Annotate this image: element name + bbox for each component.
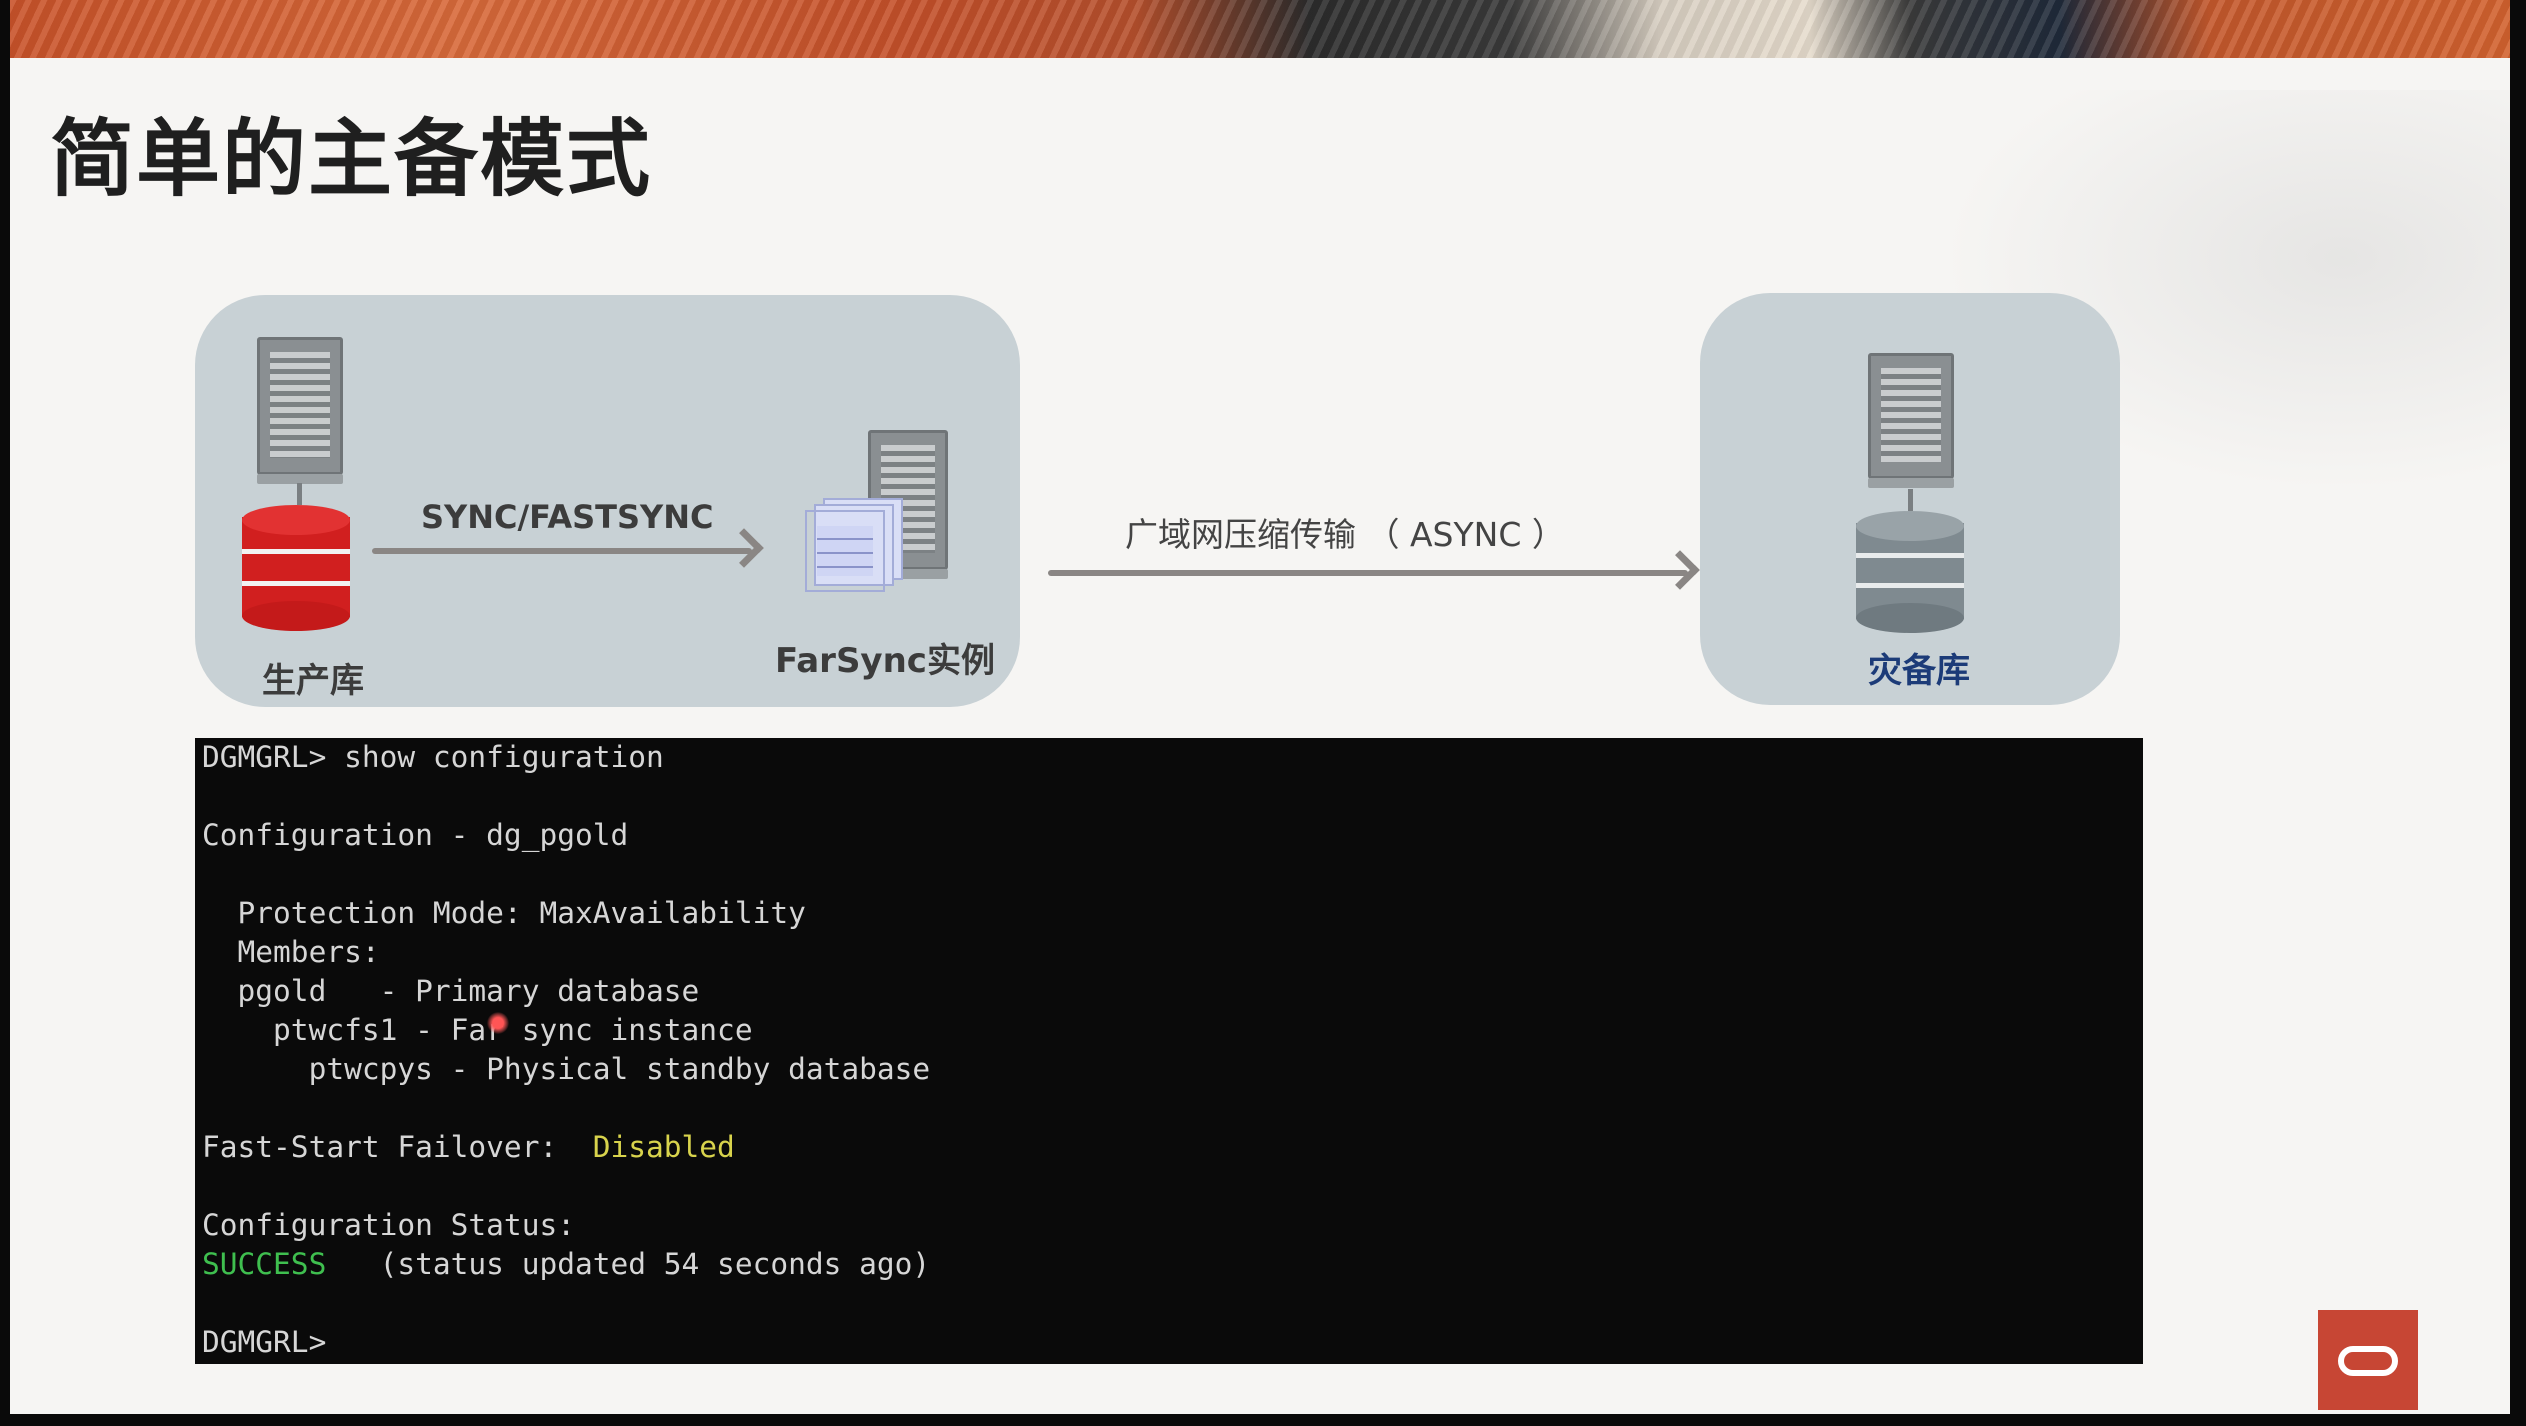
sync-arrow-label: SYNC/FASTSYNC — [421, 498, 714, 536]
primary-server-icon — [257, 337, 343, 484]
standby-database-icon — [1856, 511, 1964, 633]
mouse-pointer-icon — [487, 1012, 509, 1034]
fsfo-disabled-value: Disabled — [592, 1130, 735, 1164]
dgmgrl-terminal: DGMGRL> show configuration Configuration… — [195, 738, 2143, 1364]
primary-site-panel: 生产库 SYNC/FASTSYNC FarSync实例 — [195, 295, 1020, 707]
terminal-line: ptwcpys - Physical standby database — [202, 1052, 931, 1086]
terminal-line: pgold - Primary database — [202, 974, 700, 1008]
terminal-line: Configuration - dg_pgold — [202, 818, 629, 852]
sync-arrow — [372, 528, 764, 568]
terminal-line: Protection Mode: MaxAvailability — [202, 896, 806, 930]
primary-database-icon — [242, 505, 350, 631]
status-success-value: SUCCESS — [202, 1247, 327, 1281]
standby-label: 灾备库 — [1868, 651, 1970, 691]
standby-site-panel: 灾备库 — [1700, 293, 2120, 705]
slide-title: 简单的主备模式 — [50, 110, 653, 208]
terminal-line: ptwcfs1 - Far sync instance — [202, 1013, 753, 1047]
fsfo-label: Fast-Start Failover: — [202, 1130, 593, 1164]
terminal-line: Members: — [202, 935, 380, 969]
oracle-logo-icon — [2318, 1310, 2418, 1410]
terminal-line: Configuration Status: — [202, 1208, 575, 1242]
farsync-document-icon — [805, 498, 905, 592]
decorative-banner — [10, 0, 2510, 58]
standby-server-icon — [1868, 353, 1954, 488]
terminal-prompt[interactable]: DGMGRL> — [202, 1325, 327, 1359]
presentation-slide: 简单的主备模式 生产库 SYNC/FASTSYNC FarSync实例 广域 — [10, 0, 2510, 1414]
terminal-line-status: SUCCESS (status updated 54 seconds ago) — [202, 1245, 930, 1284]
terminal-line: DGMGRL> show configuration — [202, 740, 664, 774]
status-detail: (status updated 54 seconds ago) — [326, 1247, 931, 1281]
farsync-label: FarSync实例 — [775, 641, 995, 681]
primary-label: 生产库 — [262, 661, 364, 701]
async-arrow — [1048, 550, 1700, 590]
async-arrow-label: 广域网压缩传输 （ ASYNC ） — [1125, 515, 1565, 554]
terminal-line-fsfo: Fast-Start Failover: Disabled — [202, 1128, 735, 1167]
